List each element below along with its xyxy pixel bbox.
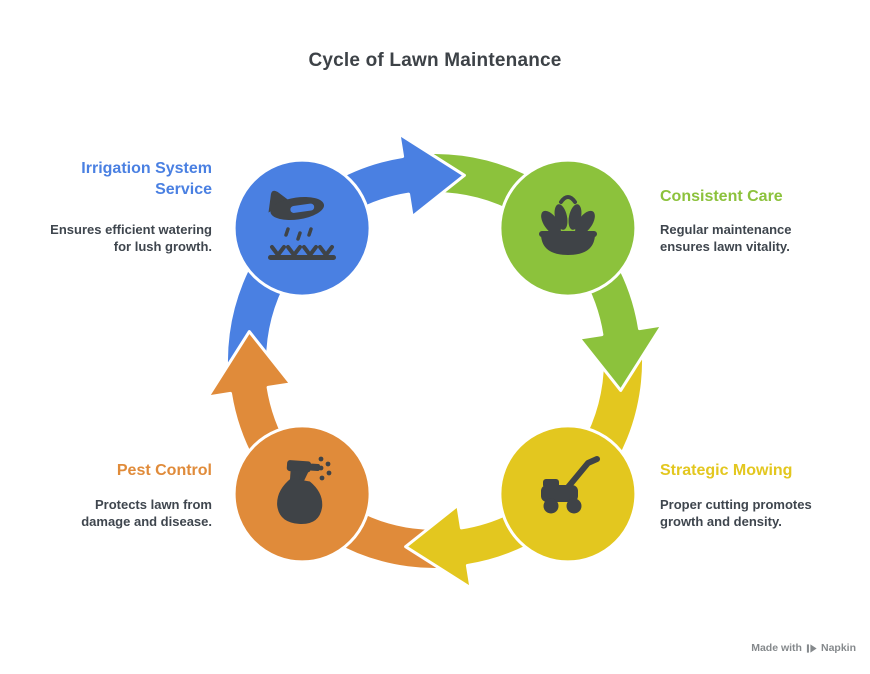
- node-title-consistent-care: Consistent Care: [660, 188, 783, 205]
- napkin-logo-icon: [806, 643, 817, 653]
- plane-window-cutout: [290, 203, 315, 213]
- footer-brand-text: Napkin: [820, 642, 856, 654]
- ground-line: [268, 255, 336, 260]
- node-desc-strategic-mowing: Proper cutting promotes growth and densi…: [660, 497, 812, 529]
- lawn-mower-icon: [541, 456, 600, 514]
- node-title-strategic-mowing: Strategic Mowing: [660, 462, 793, 479]
- node-circle-irrigation: [232, 158, 372, 298]
- spray-bottle-icon: [277, 456, 332, 524]
- node-desc-pest-control: Protects lawn from damage and disease.: [81, 497, 212, 529]
- footer-made-with-text: Made with: [751, 642, 802, 654]
- crop-duster-irrigation-icon: [268, 190, 336, 260]
- node-title-pest-control: Pest Control: [116, 462, 212, 479]
- node-desc-consistent-care: Regular maintenance ensures lawn vitalit…: [660, 222, 792, 254]
- footer-credit: Made with Napkin: [751, 642, 856, 654]
- water-droplets: [284, 227, 313, 241]
- mower-handle: [561, 456, 600, 495]
- node-title-irrigation: Irrigation System Service: [81, 160, 212, 198]
- spray-dots: [318, 456, 332, 481]
- grass-sprouts: [270, 245, 334, 257]
- node-desc-irrigation: Ensures efficient watering for lush grow…: [50, 222, 212, 254]
- node-circle-care: [498, 158, 638, 298]
- plant-bowl-icon: [539, 195, 597, 255]
- page-title: Cycle of Lawn Maintenance: [308, 50, 562, 71]
- sprout-tip: [559, 195, 577, 204]
